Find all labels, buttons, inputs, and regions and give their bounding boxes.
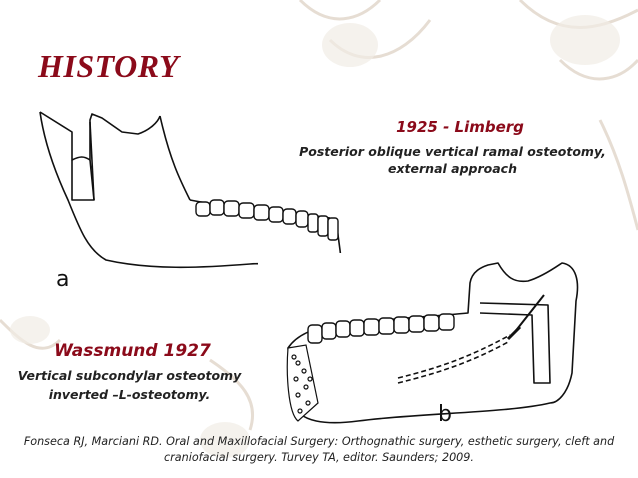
reference-line-2: craniofacial surgery. Turvey TA, editor.…	[164, 451, 474, 464]
wassmund-heading: Wassmund 1927	[54, 341, 211, 361]
wassmund-description: Vertical subcondylar osteotomy inverted …	[2, 366, 257, 404]
reference-line-1: Fonseca RJ, Marciani RD. Oral and Maxill…	[23, 435, 615, 448]
reference-citation: Fonseca RJ, Marciani RD. Oral and Maxill…	[0, 434, 638, 466]
mandible-drawing-b: b	[286, 262, 579, 427]
wassmund-line-2: inverted –L-osteotomy.	[48, 387, 211, 402]
slide-title: HISTORY	[38, 48, 180, 84]
limberg-heading: 1925 - Limberg	[396, 118, 524, 136]
limberg-description: Posterior oblique vertical ramal osteoto…	[299, 144, 606, 176]
figure-a-label: a	[56, 267, 69, 292]
figure-b: b	[258, 253, 590, 428]
mandible-drawing-a: a	[39, 111, 342, 292]
wassmund-line-1: Vertical subcondylar osteotomy	[17, 368, 242, 383]
figure-b-label: b	[438, 402, 452, 427]
